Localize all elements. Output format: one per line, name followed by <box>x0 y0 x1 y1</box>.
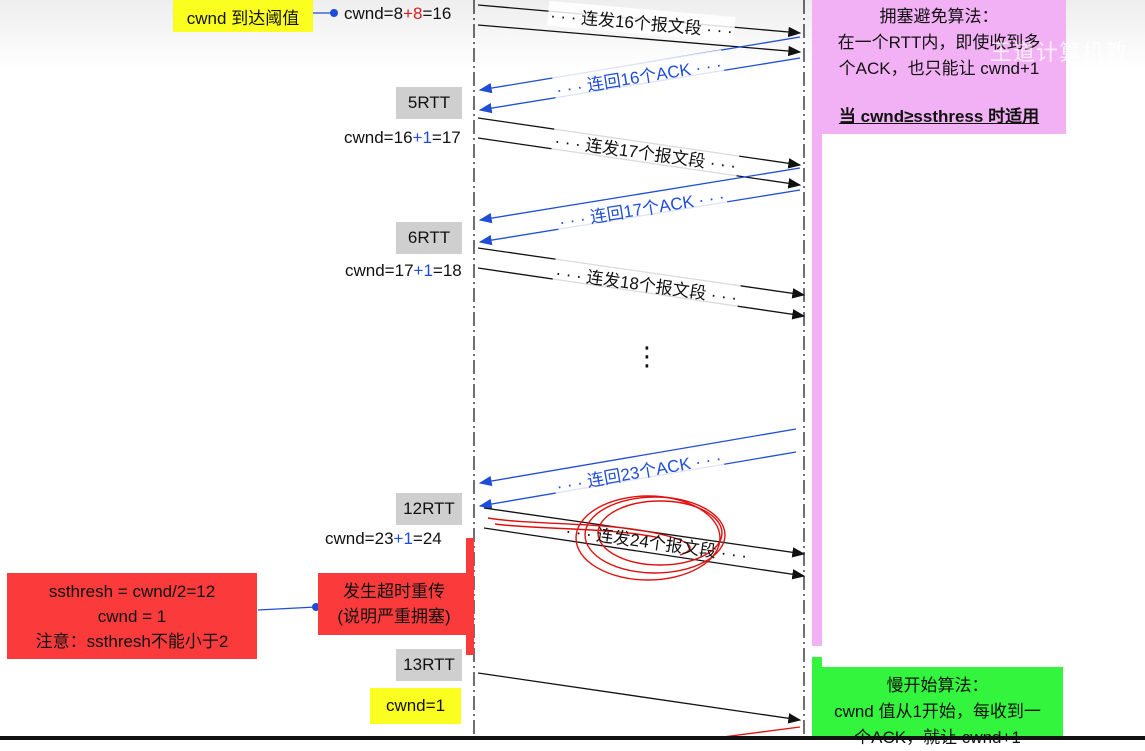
cwnd-formula: cwnd=16+1=17 <box>344 128 461 147</box>
slow-start-panel: 慢开始算法： cwnd 值从1开始，每收到一 个ACK，就让 cwnd+1 <box>812 667 1063 747</box>
timeout-line: (说明严重拥塞) <box>337 607 451 626</box>
cwnd-formula: cwnd=17+1=18 <box>345 261 462 280</box>
reset-line: 注意：ssthresh不能小于2 <box>35 632 229 651</box>
rtt-label: 5RTT <box>396 87 462 119</box>
reset-connector <box>257 606 317 611</box>
timeout-line: 发生超时重传 <box>343 582 445 601</box>
threshold-label: cwnd 到达阈值 <box>173 0 313 32</box>
congestion-avoidance-title: 拥塞避免算法： <box>879 7 999 26</box>
rtt-label: 6RTT <box>396 222 462 254</box>
rtt-label: 12RTT <box>396 493 462 525</box>
slow-start-strip <box>812 657 822 669</box>
reset-line: ssthresh = cwnd/2=12 <box>48 582 216 601</box>
ssthresh-reset-box: ssthresh = cwnd/2=12 cwnd = 1 注意：ssthres… <box>7 573 257 659</box>
congestion-avoidance-line: 在一个RTT内，即使收到多 <box>837 33 1041 52</box>
cwnd-reset-label: cwnd=1 <box>370 688 461 724</box>
rtt-label: 13RTT <box>396 649 462 681</box>
threshold-connector-dot <box>330 9 338 17</box>
timeout-box: 发生超时重传 (说明严重拥塞) <box>318 573 470 635</box>
timeout-bar <box>466 538 474 655</box>
send-arrow <box>483 527 806 580</box>
congestion-avoidance-line: 个ACK，也只能让 cwnd+1 <box>838 59 1040 78</box>
watermark: 王道计算机教 <box>990 40 1129 65</box>
congestion-avoidance-panel: 拥塞避免算法： 在一个RTT内，即使收到多 个ACK，也只能让 cwnd+1 当… <box>812 0 1066 134</box>
reset-line: cwnd = 1 <box>97 607 167 626</box>
congestion-avoidance-strip <box>812 134 822 646</box>
ack-arrow <box>478 428 797 487</box>
slow-start-title: 慢开始算法： <box>886 676 989 695</box>
send-arrow <box>477 672 802 724</box>
congestion-avoidance-condition: 当 cwnd≥ssthress 时适用 <box>838 107 1040 126</box>
bottom-bar <box>0 736 1145 740</box>
cwnd-formula: cwnd=23+1=24 <box>325 529 442 548</box>
cwnd-formula: cwnd=8+8=16 <box>344 4 452 23</box>
ellipsis: ⋮ <box>634 341 660 371</box>
send-arrow <box>477 24 802 57</box>
scribble-mark <box>487 495 726 581</box>
slow-start-line: cwnd 值从1开始，每收到一 <box>834 702 1041 721</box>
